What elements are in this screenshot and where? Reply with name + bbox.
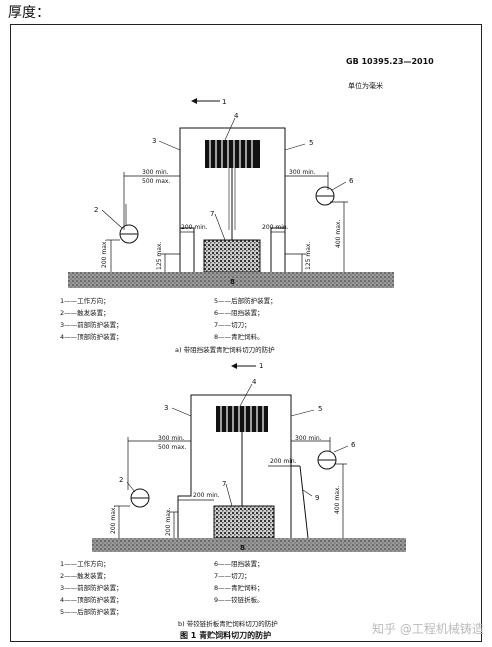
svg-text:5——后部防护装置；: 5——后部防护装置； bbox=[60, 607, 123, 616]
dim-a-200min-right: 200 min. bbox=[262, 224, 289, 231]
watermark: 知乎 @工程机械铸造 bbox=[372, 622, 484, 636]
callout-a-7: 7 bbox=[210, 210, 214, 218]
dim-a-400max: 400 max. bbox=[335, 220, 342, 248]
svg-text:7——切刀；: 7——切刀； bbox=[214, 321, 251, 329]
guard-outline-b bbox=[177, 394, 292, 538]
callout-a-2: 2 bbox=[94, 206, 98, 214]
dim-b-200min-right: 200 min. bbox=[270, 458, 297, 465]
dim-a-200min-left: 200 min. bbox=[181, 224, 208, 231]
dim-b-200max-inner: 200 max. bbox=[165, 508, 172, 536]
dim-a-300min-left: 300 min. bbox=[142, 169, 169, 176]
svg-text:3——前部防护装置；: 3——前部防护装置； bbox=[60, 320, 123, 329]
callout-b-4: 4 bbox=[252, 378, 257, 386]
svg-text:4——顶部防护装置；: 4——顶部防护装置； bbox=[60, 595, 123, 604]
svg-text:4——顶部防护装置；: 4——顶部防护装置； bbox=[60, 332, 123, 341]
silage-block-b bbox=[213, 505, 275, 539]
dim-a-125max-right: 125 max. bbox=[305, 242, 312, 270]
callout-a-4: 4 bbox=[234, 112, 239, 120]
svg-text:6——阻挡装置；: 6——阻挡装置； bbox=[214, 559, 264, 568]
svg-text:1——工作方向；: 1——工作方向； bbox=[60, 559, 110, 568]
svg-text:8——青贮饲料；: 8——青贮饲料； bbox=[214, 583, 264, 592]
legend-b: 1——工作方向； 6——阻挡装置； 2——触发装置； 7——切刀； 3——前部防… bbox=[60, 559, 264, 616]
svg-text:1——工作方向；: 1——工作方向； bbox=[60, 296, 110, 305]
svg-text:2——触发装置；: 2——触发装置； bbox=[60, 308, 110, 317]
dim-b-200max: 200 max. bbox=[110, 506, 117, 534]
callout-b-7: 7 bbox=[222, 480, 226, 488]
dim-b-500max: 500 max. bbox=[158, 444, 186, 451]
svg-text:7——切刀；: 7——切刀； bbox=[214, 572, 251, 580]
callout-b-1: 1 bbox=[259, 362, 263, 370]
svg-text:6——阻挡装置；: 6——阻挡装置； bbox=[214, 308, 264, 317]
callout-b-5: 5 bbox=[318, 405, 322, 413]
page-title: 厚度： bbox=[8, 5, 50, 21]
callout-b-2: 2 bbox=[119, 476, 123, 484]
callout-a-8: 8 bbox=[230, 278, 235, 286]
ground-strip-b bbox=[92, 538, 406, 552]
svg-text:2——触发装置；: 2——触发装置； bbox=[60, 571, 110, 580]
callout-a-1: 1 bbox=[222, 98, 226, 106]
unit-note: 单位为毫米 bbox=[348, 81, 383, 90]
callout-a-6: 6 bbox=[349, 177, 354, 185]
top-guard-block bbox=[205, 140, 260, 168]
hinged-flap bbox=[299, 465, 309, 539]
callout-b-9: 9 bbox=[315, 494, 319, 502]
dim-b-300min-right: 300 min. bbox=[295, 435, 322, 442]
dim-a-300min-right: 300 min. bbox=[289, 169, 316, 176]
callout-a-5: 5 bbox=[309, 139, 313, 147]
svg-text:3——前部防护装置；: 3——前部防护装置； bbox=[60, 583, 123, 592]
callout-a-3: 3 bbox=[152, 137, 156, 145]
caption-b: b) 带铰链折板青贮饲料切刀的防护 bbox=[178, 619, 278, 628]
svg-text:9——铰链折板。: 9——铰链折板。 bbox=[214, 595, 264, 604]
ground-strip bbox=[68, 272, 394, 288]
legend-a: 1——工作方向； 5——后部防护装置； 2——触发装置； 6——阻挡装置； 3—… bbox=[60, 296, 277, 341]
dim-b-200min-left: 200 min. bbox=[193, 492, 220, 499]
figure-a: 1 bbox=[60, 98, 394, 354]
svg-text:5——后部防护装置；: 5——后部防护装置； bbox=[214, 296, 277, 305]
caption-a: a) 带阻挡装置青贮饲料切刀的防护 bbox=[175, 345, 275, 354]
dim-a-200max: 200 max. bbox=[101, 240, 108, 268]
svg-text:8——青贮饲料。: 8——青贮饲料。 bbox=[214, 332, 264, 341]
document-frame bbox=[10, 24, 482, 642]
dim-a-125max-left: 125 max. bbox=[156, 242, 163, 270]
callout-b-6: 6 bbox=[351, 441, 356, 449]
dim-a-500max: 500 max. bbox=[142, 178, 170, 185]
figure-b: 1 bbox=[60, 362, 406, 628]
silage-block bbox=[203, 239, 261, 273]
dim-b-300min-left: 300 min. bbox=[158, 435, 185, 442]
callout-b-8: 8 bbox=[240, 544, 245, 552]
callout-b-3: 3 bbox=[164, 404, 168, 412]
top-guard-block-b bbox=[216, 406, 268, 432]
figure-caption: 图 1 青贮饲料切刀的防护 bbox=[180, 630, 271, 640]
standard-code: GB 10395.23—2010 bbox=[346, 57, 434, 66]
dim-b-400max: 400 max. bbox=[334, 486, 341, 514]
